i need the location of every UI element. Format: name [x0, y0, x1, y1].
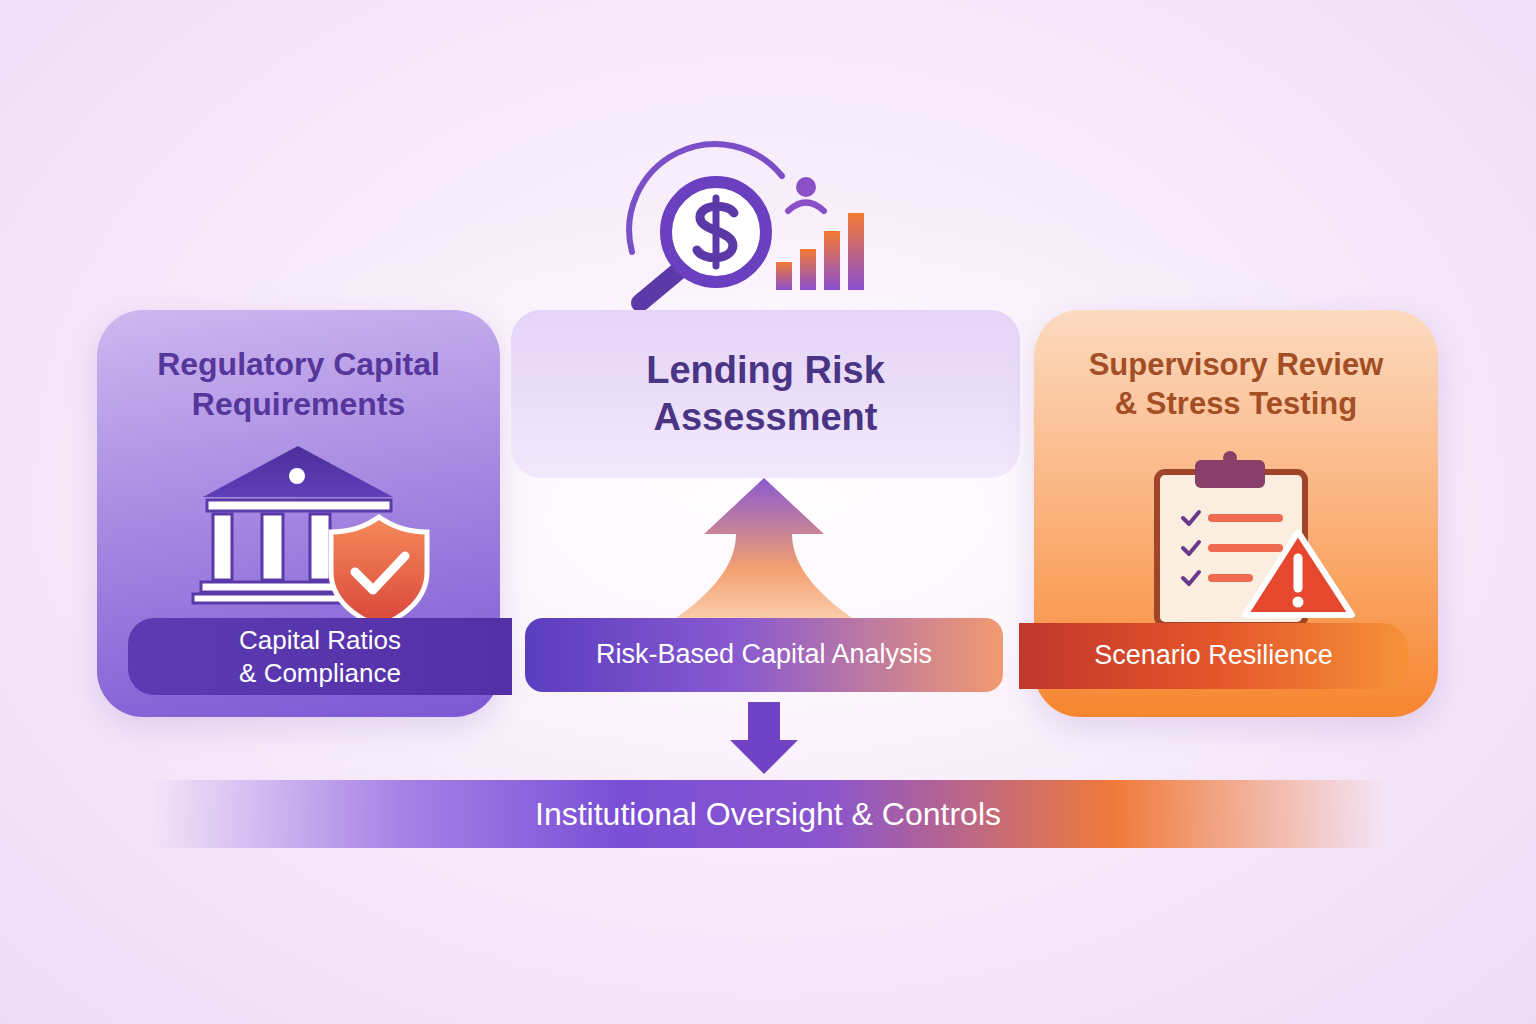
soft-glow	[8, 190, 1528, 850]
analysis-band: Risk-Based Capital Analysis	[525, 618, 1003, 692]
band-label: Capital Ratios & Compliance	[205, 624, 435, 689]
band-label: Scenario Resilience	[1094, 639, 1333, 673]
compliance-band: Capital Ratios & Compliance	[128, 618, 512, 695]
flow-arrow	[730, 702, 798, 774]
band-label: Risk-Based Capital Analysis	[596, 638, 932, 672]
panel-title: Regulatory Capital Requirements	[129, 344, 469, 424]
capital-panel: Regulatory Capital RequirementsCapital R…	[97, 310, 500, 717]
stress-panel: Supervisory Review & Stress TestingScena…	[1034, 310, 1438, 717]
resilience-band: Scenario Resilience	[1019, 623, 1408, 689]
assessment-box: Lending Risk Assessment	[511, 310, 1020, 478]
box-title: Lending Risk Assessment	[616, 347, 916, 442]
risk-icon	[629, 144, 878, 308]
oversight-band: Institutional Oversight & Controls	[150, 780, 1386, 848]
panel-title: Supervisory Review & Stress Testing	[1051, 346, 1421, 424]
flow-arrow	[676, 478, 852, 618]
band-label: Institutional Oversight & Controls	[535, 794, 1001, 834]
